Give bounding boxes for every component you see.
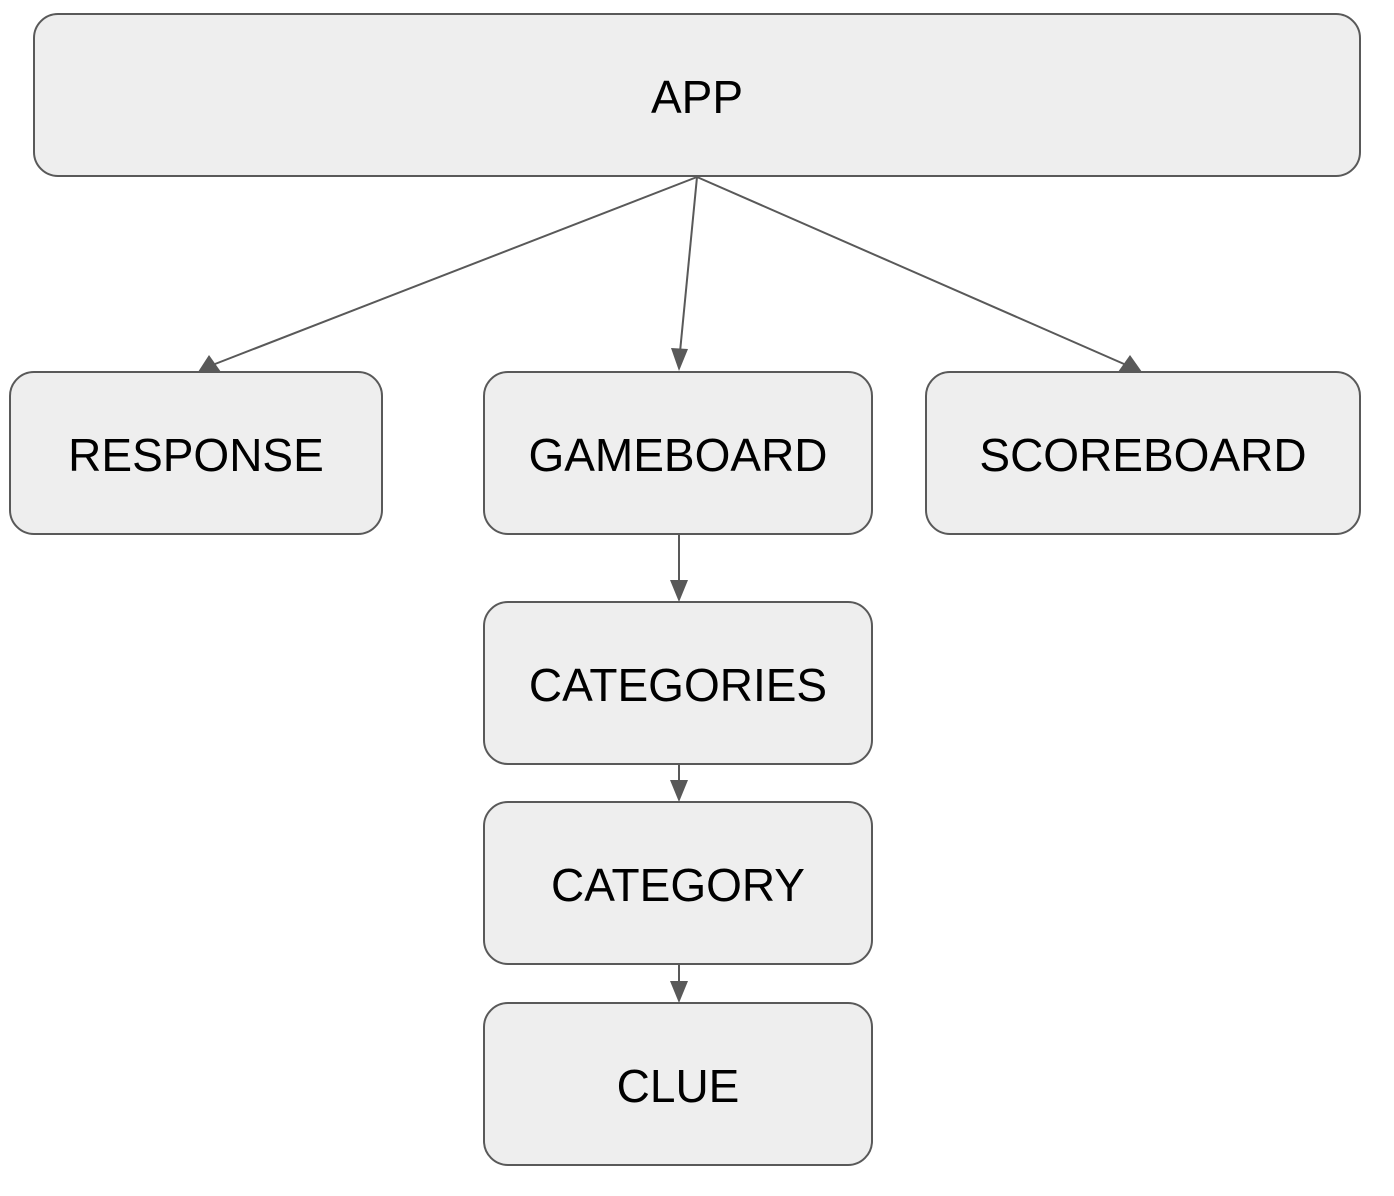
arrowhead-icon xyxy=(1118,355,1142,372)
arrowhead-icon xyxy=(198,355,221,372)
node-gameboard: GAMEBOARD xyxy=(483,371,873,535)
edge-app-to-response xyxy=(198,176,698,372)
edge-category-to-clue xyxy=(670,965,688,1003)
node-clue-label: CLUE xyxy=(617,1060,740,1112)
node-scoreboard: SCOREBOARD xyxy=(925,371,1361,535)
edge-categories-to-category xyxy=(670,765,688,802)
node-gameboard-label: GAMEBOARD xyxy=(528,429,827,481)
node-scoreboard-label: SCOREBOARD xyxy=(979,429,1306,481)
edges xyxy=(198,176,1142,1003)
node-response-label: RESPONSE xyxy=(68,429,324,481)
node-category-label: CATEGORY xyxy=(551,859,805,911)
node-category: CATEGORY xyxy=(483,801,873,965)
node-app: APP xyxy=(33,13,1361,177)
arrowhead-icon xyxy=(670,580,688,602)
arrowhead-icon xyxy=(670,981,688,1003)
edge-app-to-scoreboard xyxy=(696,176,1142,372)
edge-app-to-gameboard xyxy=(671,176,698,371)
arrowhead-icon xyxy=(671,348,688,371)
edge-gameboard-to-categories xyxy=(670,535,688,602)
arrowhead-icon xyxy=(670,780,688,802)
node-clue: CLUE xyxy=(483,1002,873,1166)
node-response: RESPONSE xyxy=(9,371,383,535)
node-categories-label: CATEGORIES xyxy=(529,659,827,711)
node-categories: CATEGORIES xyxy=(483,601,873,765)
node-app-label: APP xyxy=(651,71,743,123)
